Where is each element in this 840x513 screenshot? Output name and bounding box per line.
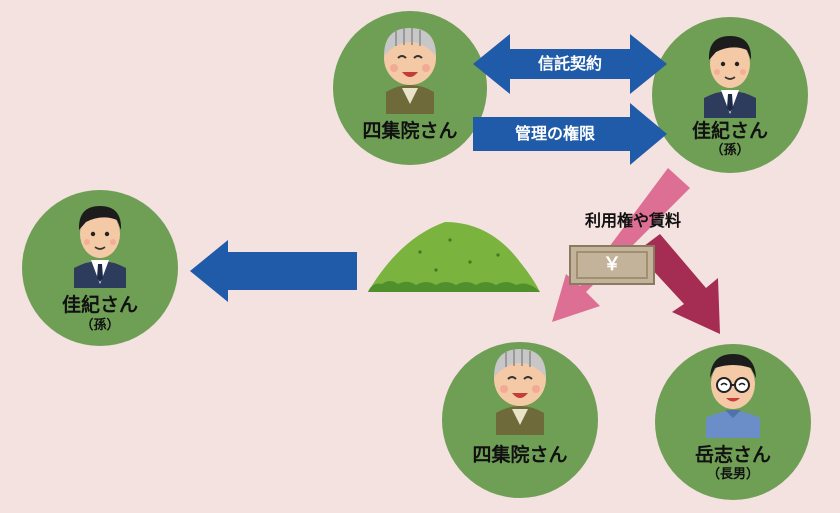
grandfather-bottom-name: 四集院さん [472, 444, 568, 466]
eldest-son-name: 岳志さん [694, 444, 771, 466]
eldest-son-illustration [705, 353, 761, 439]
grandson-left-name: 佳紀さん [61, 294, 138, 316]
grandson-left-relation: （孫） [80, 318, 120, 333]
grandson-top-name: 佳紀さん [691, 120, 768, 142]
yen-symbol: ￥ [603, 254, 621, 275]
money-bill [569, 245, 655, 285]
grandfather-bottom-illustration [493, 348, 547, 436]
trust-contract-label: 信託契約 [537, 54, 602, 73]
usage-rights-rent-label: 利用権や賃料 [585, 211, 682, 230]
grandson-top-relation: （孫） [710, 143, 750, 158]
grandfather-top-name: 四集院さん [362, 120, 458, 142]
rent-arrow [636, 234, 720, 334]
land-hill-illustration [368, 222, 540, 292]
trust-contract-arrow [473, 34, 667, 94]
transfer-arrow [190, 240, 357, 302]
management-rights-arrow [473, 103, 667, 165]
management-rights-label: 管理の権限 [514, 124, 595, 143]
grandfather-top-illustration [383, 27, 437, 115]
eldest-son-relation: （長男） [706, 467, 759, 482]
